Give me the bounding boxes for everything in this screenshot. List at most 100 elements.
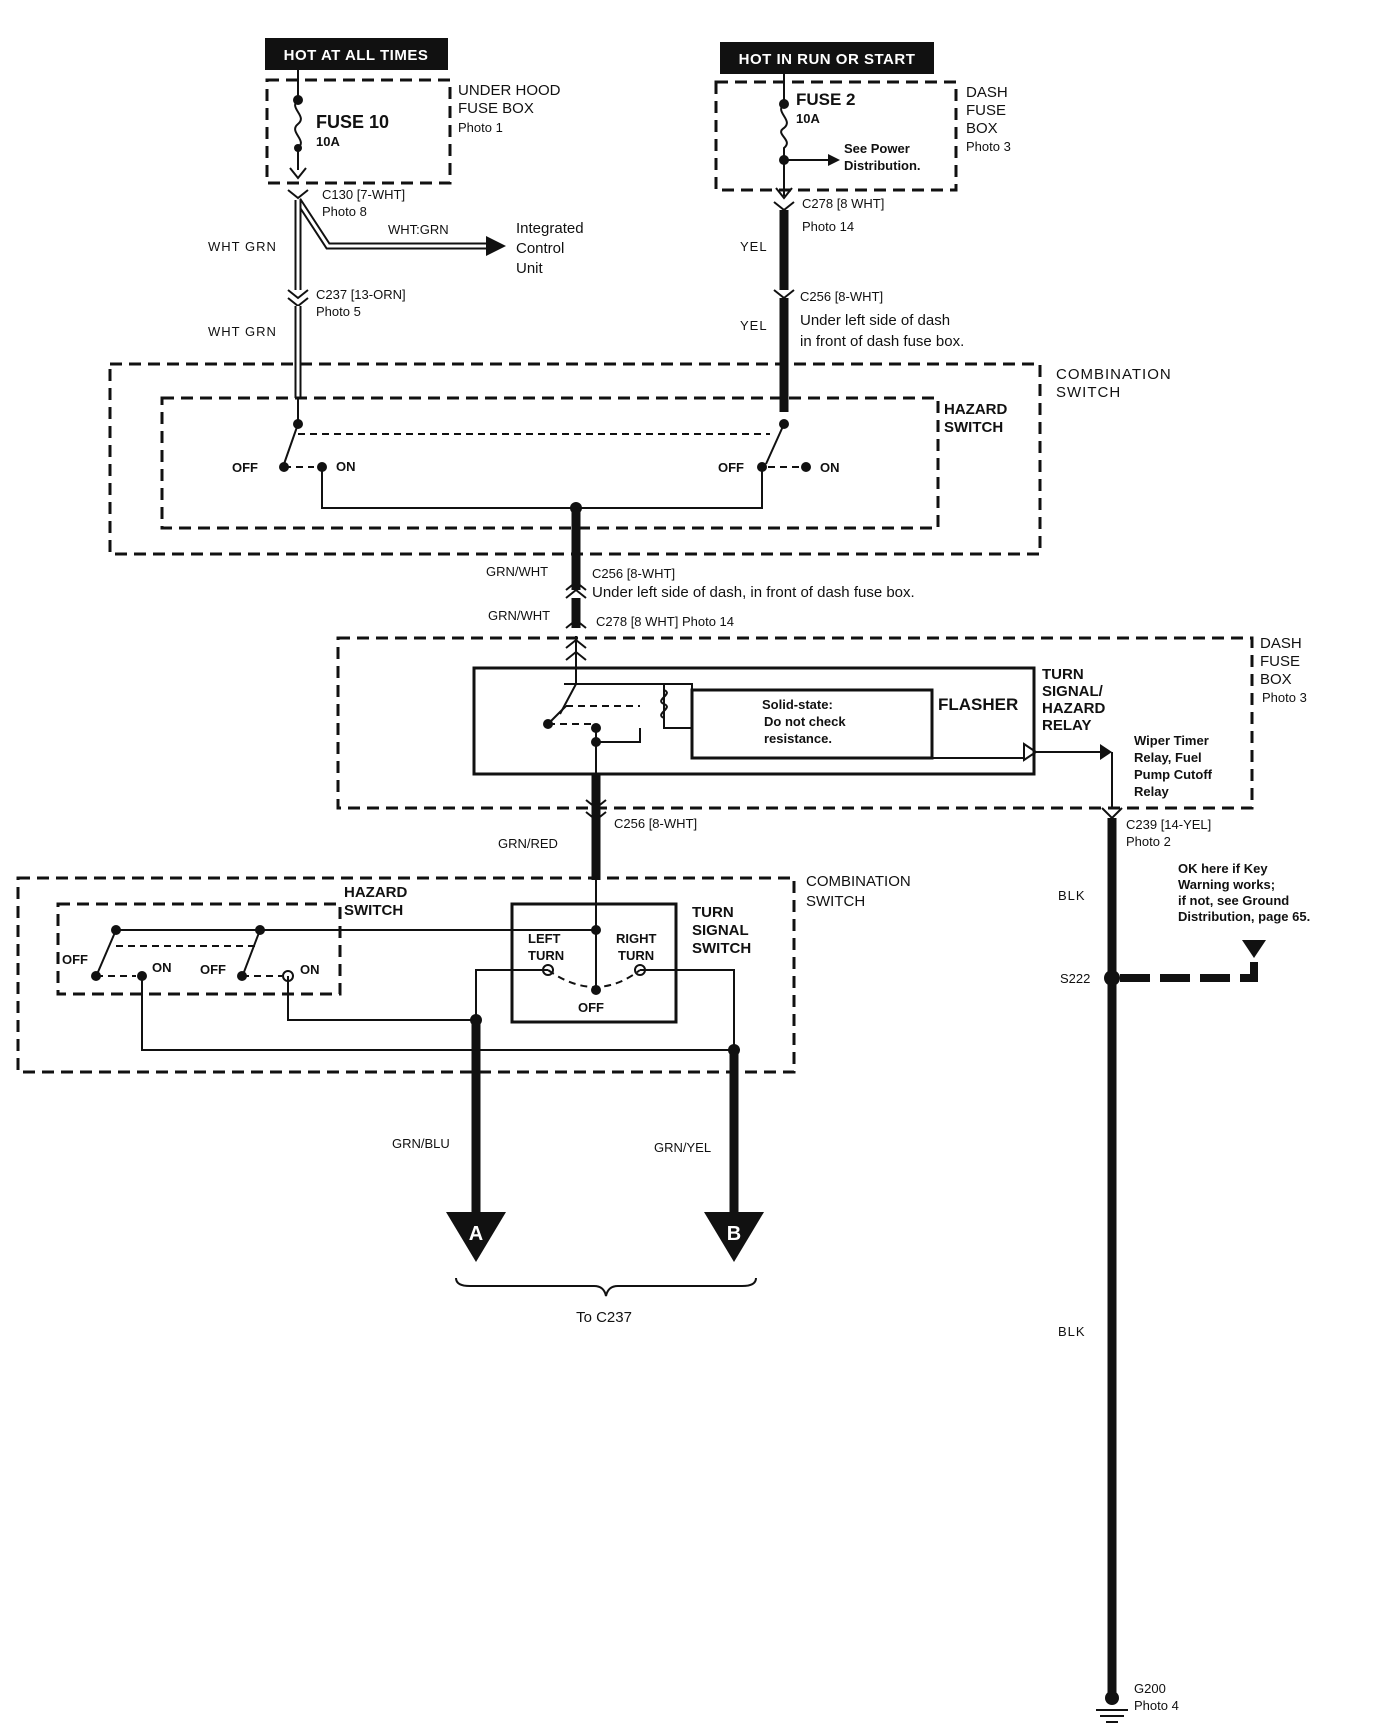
c256-mid-connector: C256 [8-WHT] Under left side of dash, in… (565, 566, 915, 601)
svg-text:if not, see Ground: if not, see Ground (1178, 893, 1289, 908)
svg-text:C278 [8 WHT] Photo 14: C278 [8 WHT] Photo 14 (596, 614, 734, 629)
svg-text:HAZARD: HAZARD (344, 884, 407, 901)
grn-blu-label: GRN/BLU (392, 1136, 450, 1151)
fuse-2-label: FUSE 2 10A (796, 90, 856, 126)
c239-connector: C239 [14-YEL] Photo 2 (1101, 807, 1211, 849)
svg-text:FUSE 10: FUSE 10 (316, 112, 389, 132)
combination-switch-top-label: COMBINATION SWITCH (1056, 366, 1171, 401)
svg-text:UNDER HOOD: UNDER HOOD (458, 82, 561, 99)
svg-text:Relay, Fuel: Relay, Fuel (1134, 750, 1202, 765)
connector-b-label: B (727, 1223, 741, 1245)
connector-a-label: A (469, 1223, 483, 1245)
integrated-control-unit-label: Integrated Control Unit (516, 220, 584, 277)
hazard-low-right-on: ON (300, 962, 320, 977)
svg-text:Unit: Unit (516, 260, 544, 277)
svg-text:BOX: BOX (1260, 671, 1292, 688)
svg-text:C130 [7-WHT]: C130 [7-WHT] (322, 187, 405, 202)
svg-text:HAZARD: HAZARD (944, 401, 1007, 418)
hazard-switch-lower-label: HAZARD SWITCH (344, 884, 407, 919)
svg-text:SIGNAL/: SIGNAL/ (1042, 683, 1104, 700)
header-hot-in-run-or-start: HOT IN RUN OR START (720, 42, 934, 74)
hazard-switch-top (160, 396, 940, 530)
connector-a-symbol (446, 1212, 506, 1262)
to-c237-label: To C237 (576, 1309, 632, 1326)
svg-text:Solid-state:: Solid-state: (762, 697, 833, 712)
svg-text:C256 [8-WHT]: C256 [8-WHT] (592, 566, 675, 581)
svg-text:TURN: TURN (618, 948, 654, 963)
svg-text:SWITCH: SWITCH (692, 940, 751, 957)
svg-text:See Power: See Power (844, 141, 910, 156)
svg-text:Photo 2: Photo 2 (1126, 834, 1171, 849)
fuse-10-label: FUSE 10 10A (316, 112, 389, 149)
c237-connector: C237 [13-ORN] Photo 5 (287, 287, 406, 319)
hazard-switch-top-label: HAZARD SWITCH (944, 401, 1007, 436)
svg-text:Relay: Relay (1134, 784, 1169, 799)
g200-label: G200 Photo 4 (1134, 1681, 1179, 1713)
svg-text:C239 [14-YEL]: C239 [14-YEL] (1126, 817, 1211, 832)
svg-text:HOT AT ALL TIMES: HOT AT ALL TIMES (284, 47, 429, 64)
svg-text:Photo 3: Photo 3 (1262, 690, 1307, 705)
hazard-top-right-off: OFF (718, 460, 744, 475)
right-turn-label: RIGHT TURN (616, 931, 657, 963)
hazard-switch-top-left-pole (279, 398, 770, 509)
svg-text:SWITCH: SWITCH (944, 419, 1003, 436)
svg-text:10A: 10A (316, 134, 340, 149)
g200-ground-symbol (1096, 1691, 1128, 1723)
svg-text:C256 [8-WHT]: C256 [8-WHT] (800, 289, 883, 304)
relay-label: TURN SIGNAL/ HAZARD RELAY (1042, 666, 1105, 734)
svg-text:TURN: TURN (1042, 666, 1084, 683)
svg-text:G200: G200 (1134, 1681, 1166, 1696)
c256-top-connector: C256 [8-WHT] Under left side of dash in … (773, 289, 964, 350)
turn-signal-off-label: OFF (578, 1000, 604, 1015)
hazard-top-left-on: ON (336, 459, 356, 474)
dash-fuse-box-top-label: DASH FUSE BOX Photo 3 (966, 84, 1011, 154)
relay-output-wire (1036, 744, 1113, 760)
svg-text:Photo 3: Photo 3 (966, 139, 1011, 154)
flasher-unit (690, 688, 934, 760)
c278-top-connector: C278 [8 WHT] Photo 14 (773, 196, 884, 234)
connector-b-symbol (704, 1212, 764, 1262)
c256-low-connector: C256 [8-WHT] (585, 799, 697, 831)
svg-text:DASH: DASH (1260, 635, 1302, 652)
svg-text:in front of dash fuse box.: in front of dash fuse box. (800, 333, 964, 350)
svg-text:OK here if Key: OK here if Key (1178, 861, 1268, 876)
hazard-switch-lower-contacts (91, 925, 734, 1051)
dash-fuse-box-mid-label: DASH FUSE BOX Photo 3 (1260, 635, 1307, 705)
svg-text:Photo 5: Photo 5 (316, 304, 361, 319)
flasher-label: FLASHER (938, 695, 1018, 714)
under-hood-fuse-box-label: UNDER HOOD FUSE BOX Photo 1 (458, 82, 561, 135)
svg-text:Integrated: Integrated (516, 220, 584, 237)
svg-text:RIGHT: RIGHT (616, 931, 657, 946)
svg-text:Photo 8: Photo 8 (322, 204, 367, 219)
solid-state-note: Solid-state: Do not check resistance. (762, 697, 846, 746)
relay-internal-contacts (543, 636, 1038, 774)
fuse-10-symbol (289, 70, 307, 180)
ok-here-note: OK here if Key Warning works; if not, se… (1178, 861, 1310, 924)
wht-grn-branch-wire (295, 198, 506, 256)
svg-text:COMBINATION: COMBINATION (806, 873, 911, 890)
svg-text:10A: 10A (796, 111, 820, 126)
svg-text:TURN: TURN (528, 948, 564, 963)
s222-splice (1104, 940, 1266, 986)
turn-signal-switch-label: TURN SIGNAL SWITCH (692, 904, 751, 957)
svg-text:C237 [13-ORN]: C237 [13-ORN] (316, 287, 406, 302)
svg-text:TURN: TURN (692, 904, 734, 921)
hazard-low-right-off: OFF (200, 962, 226, 977)
grn-wht-label-1: GRN/WHT (486, 564, 548, 579)
grn-yel-label: GRN/YEL (654, 1140, 711, 1155)
svg-text:SIGNAL: SIGNAL (692, 922, 749, 939)
hazard-low-left-on: ON (152, 960, 172, 975)
svg-text:SWITCH: SWITCH (1056, 384, 1121, 401)
to-c237-brace (455, 1277, 757, 1297)
yel-label-1: YEL (740, 239, 768, 254)
wht-grn-label-1: WHT GRN (208, 239, 277, 254)
blk-label-1: BLK (1058, 888, 1086, 903)
svg-text:BOX: BOX (966, 120, 998, 137)
left-turn-label: LEFT TURN (528, 931, 564, 963)
svg-text:FUSE BOX: FUSE BOX (458, 100, 534, 117)
yel-label-2: YEL (740, 318, 768, 333)
blk-label-2: BLK (1058, 1324, 1086, 1339)
svg-text:Do not check: Do not check (764, 714, 846, 729)
svg-text:FUSE 2: FUSE 2 (796, 90, 856, 109)
